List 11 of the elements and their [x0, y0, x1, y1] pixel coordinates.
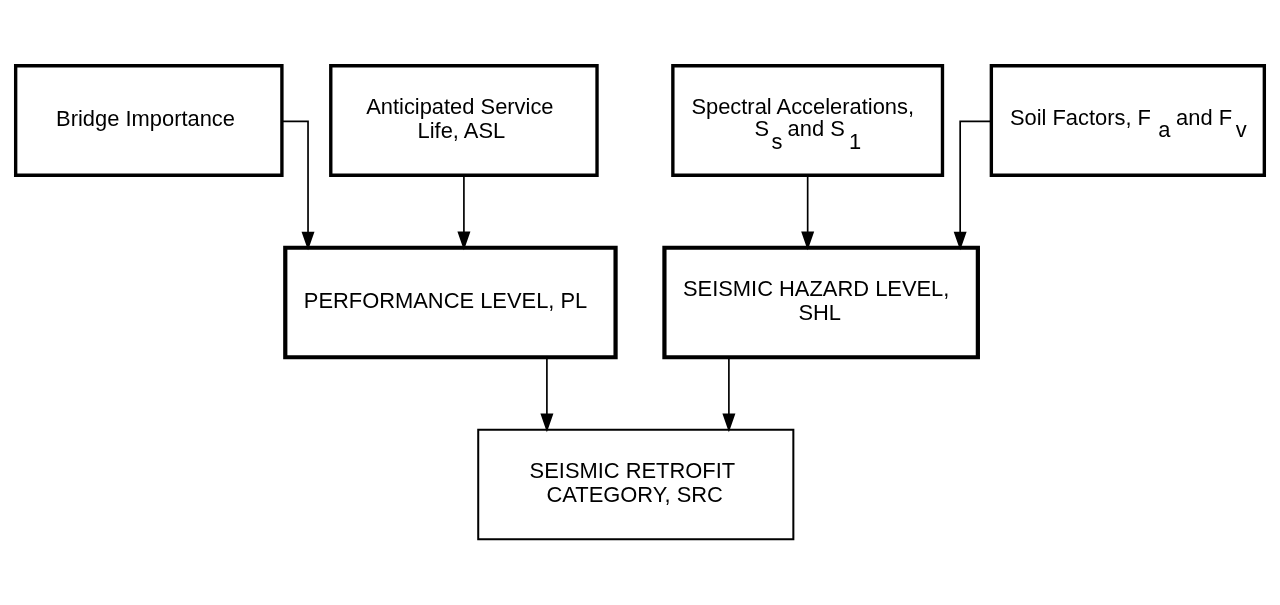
node-box: Bridge Importance — [13, 64, 284, 177]
arrow — [953, 120, 992, 251]
arrow — [281, 120, 315, 251]
arrow — [801, 174, 815, 251]
node-box: Anticipated Service Life, ASL — [329, 64, 599, 177]
arrow — [722, 356, 736, 433]
arrow — [540, 356, 554, 433]
node-box: SEISMIC HAZARD LEVEL, SHL — [662, 245, 980, 360]
node-box: PERFORMANCE LEVEL, PL — [283, 245, 618, 360]
node-box: SEISMIC RETROFIT CATEGORY, SRC — [477, 428, 795, 541]
arrow — [457, 174, 471, 251]
